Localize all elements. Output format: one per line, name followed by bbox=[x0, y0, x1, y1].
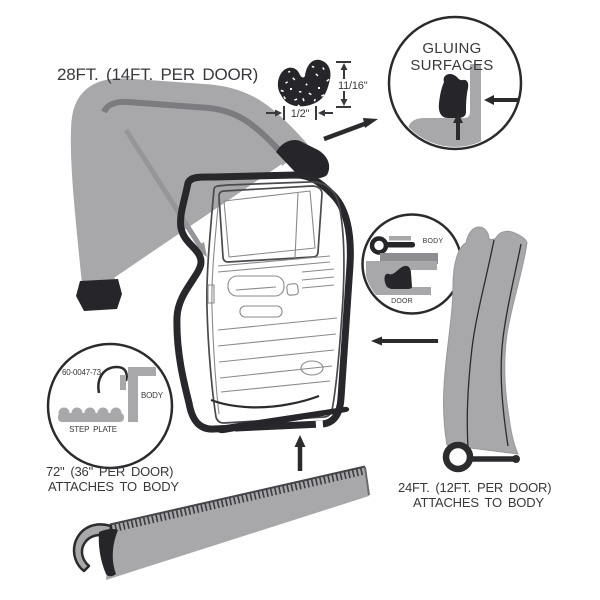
sill-strip-ribbed-edge bbox=[110, 467, 365, 533]
label-seal-inset-door: DOOR bbox=[391, 298, 413, 305]
label-step-body: BODY bbox=[141, 391, 164, 400]
rear-weatherstrip-crease2 bbox=[500, 243, 522, 447]
gluing-seal-cross-section bbox=[438, 73, 469, 118]
seal-inset-door-panel bbox=[366, 261, 437, 295]
label-step-part-number: 60-0047-73 bbox=[62, 368, 102, 377]
top-weatherstrip-end-cap-right bbox=[276, 140, 330, 179]
sill-up-arrow bbox=[294, 435, 306, 471]
top-weatherstrip-end-cap-left bbox=[76, 279, 122, 311]
seal-inset-bulb-stem bbox=[386, 242, 415, 248]
label-sill-line2: ATTACHES TO BODY bbox=[48, 479, 179, 494]
rear-strip-pointer-arrow bbox=[371, 336, 438, 346]
seal-inset-bulb bbox=[369, 236, 389, 255]
gluing-arrow-side bbox=[484, 95, 518, 105]
top-weatherstrip-shading bbox=[101, 98, 289, 160]
door-vent-divider bbox=[294, 192, 299, 259]
gluing-body-corner bbox=[408, 64, 481, 147]
label-dim-width: 1/2" bbox=[291, 108, 310, 120]
door-bottom-oval bbox=[300, 360, 324, 376]
gluing-arrow-bottom bbox=[453, 113, 463, 140]
gluing-surfaces-inset: GLUING SURFACES bbox=[387, 15, 523, 151]
rear-weatherstrip-stem-end bbox=[512, 455, 520, 463]
rear-weatherstrip-crease1 bbox=[466, 239, 495, 449]
dimension-11-16 bbox=[336, 61, 351, 108]
rear-weatherstrip-bulb-end bbox=[442, 441, 474, 473]
seal-inset-flange bbox=[389, 236, 411, 241]
label-top-strip-length: 28FT. (14FT. PER DOOR) bbox=[57, 65, 258, 84]
seal-gap-right bbox=[315, 420, 324, 431]
sill-strip-72in bbox=[72, 465, 370, 580]
label-gluing-word1: GLUING bbox=[422, 40, 481, 57]
seal-inset-body-panel bbox=[380, 253, 438, 264]
cross-section-profile bbox=[277, 59, 331, 108]
step-inset-step-plate-shape bbox=[58, 407, 124, 422]
door-bottom-seal-edge bbox=[210, 394, 320, 409]
seal-inset-glued-seal bbox=[384, 265, 412, 289]
step-plate-inset: 60-0047-73 BODY STEP PLATE bbox=[46, 342, 174, 470]
door-hinge-tab bbox=[207, 284, 215, 304]
door-front-edge-line bbox=[211, 195, 220, 415]
sill-strip-face bbox=[106, 467, 369, 580]
door-window-frame bbox=[218, 185, 323, 263]
cross-section-rubber bbox=[277, 59, 331, 107]
dimension-1-2 bbox=[266, 106, 333, 120]
top-weatherstrip-body bbox=[70, 78, 308, 290]
door-illustration bbox=[205, 181, 345, 424]
label-seal-inset-body: BODY bbox=[423, 238, 444, 245]
label-dim-height: 11/16" bbox=[338, 80, 368, 92]
door-armrest-line bbox=[235, 286, 277, 291]
step-inset-body-pillar bbox=[128, 367, 156, 422]
door-pull-cup bbox=[239, 305, 283, 318]
seal-cross-section-inset: BODY DOOR bbox=[361, 213, 463, 315]
door-belt-lines bbox=[217, 255, 331, 273]
label-rear-line1: 24FT. (12FT. PER DOOR) bbox=[398, 480, 551, 495]
sill-strip-end-flap bbox=[98, 528, 118, 577]
sill-strip-top-edge bbox=[109, 465, 366, 526]
label-rear-line2: ATTACHES TO BODY bbox=[413, 495, 544, 510]
sill-strip-right-end bbox=[364, 466, 370, 496]
top-weatherstrip-28ft bbox=[70, 78, 330, 311]
door-armrest bbox=[227, 275, 285, 297]
door-handle bbox=[286, 283, 299, 296]
door-trim-lines bbox=[301, 268, 335, 289]
label-step-plate: STEP PLATE bbox=[69, 425, 117, 434]
step-inset-circle bbox=[46, 342, 174, 470]
step-inset-seal-curve bbox=[97, 365, 128, 394]
weatherstrip-pointer-arrow bbox=[123, 128, 207, 257]
door-seal-outline bbox=[173, 171, 354, 433]
gluing-pointer-arrow bbox=[323, 118, 378, 142]
cross-section-speckles bbox=[280, 65, 330, 108]
door-window-glass-line bbox=[223, 190, 316, 258]
sill-strip-end-curl bbox=[72, 523, 113, 573]
door-bottom-strip bbox=[216, 406, 350, 434]
rear-weatherstrip-body bbox=[443, 226, 528, 455]
label-sill-line1: 72" (36" PER DOOR) bbox=[46, 464, 173, 479]
rear-weatherstrip-24ft bbox=[442, 226, 528, 473]
weatherstrip-pointer-arrowhead bbox=[194, 242, 207, 257]
label-gluing-word2: SURFACES bbox=[410, 57, 493, 74]
step-inset-seal-stub bbox=[120, 375, 126, 390]
door-panel-lines bbox=[217, 317, 338, 393]
